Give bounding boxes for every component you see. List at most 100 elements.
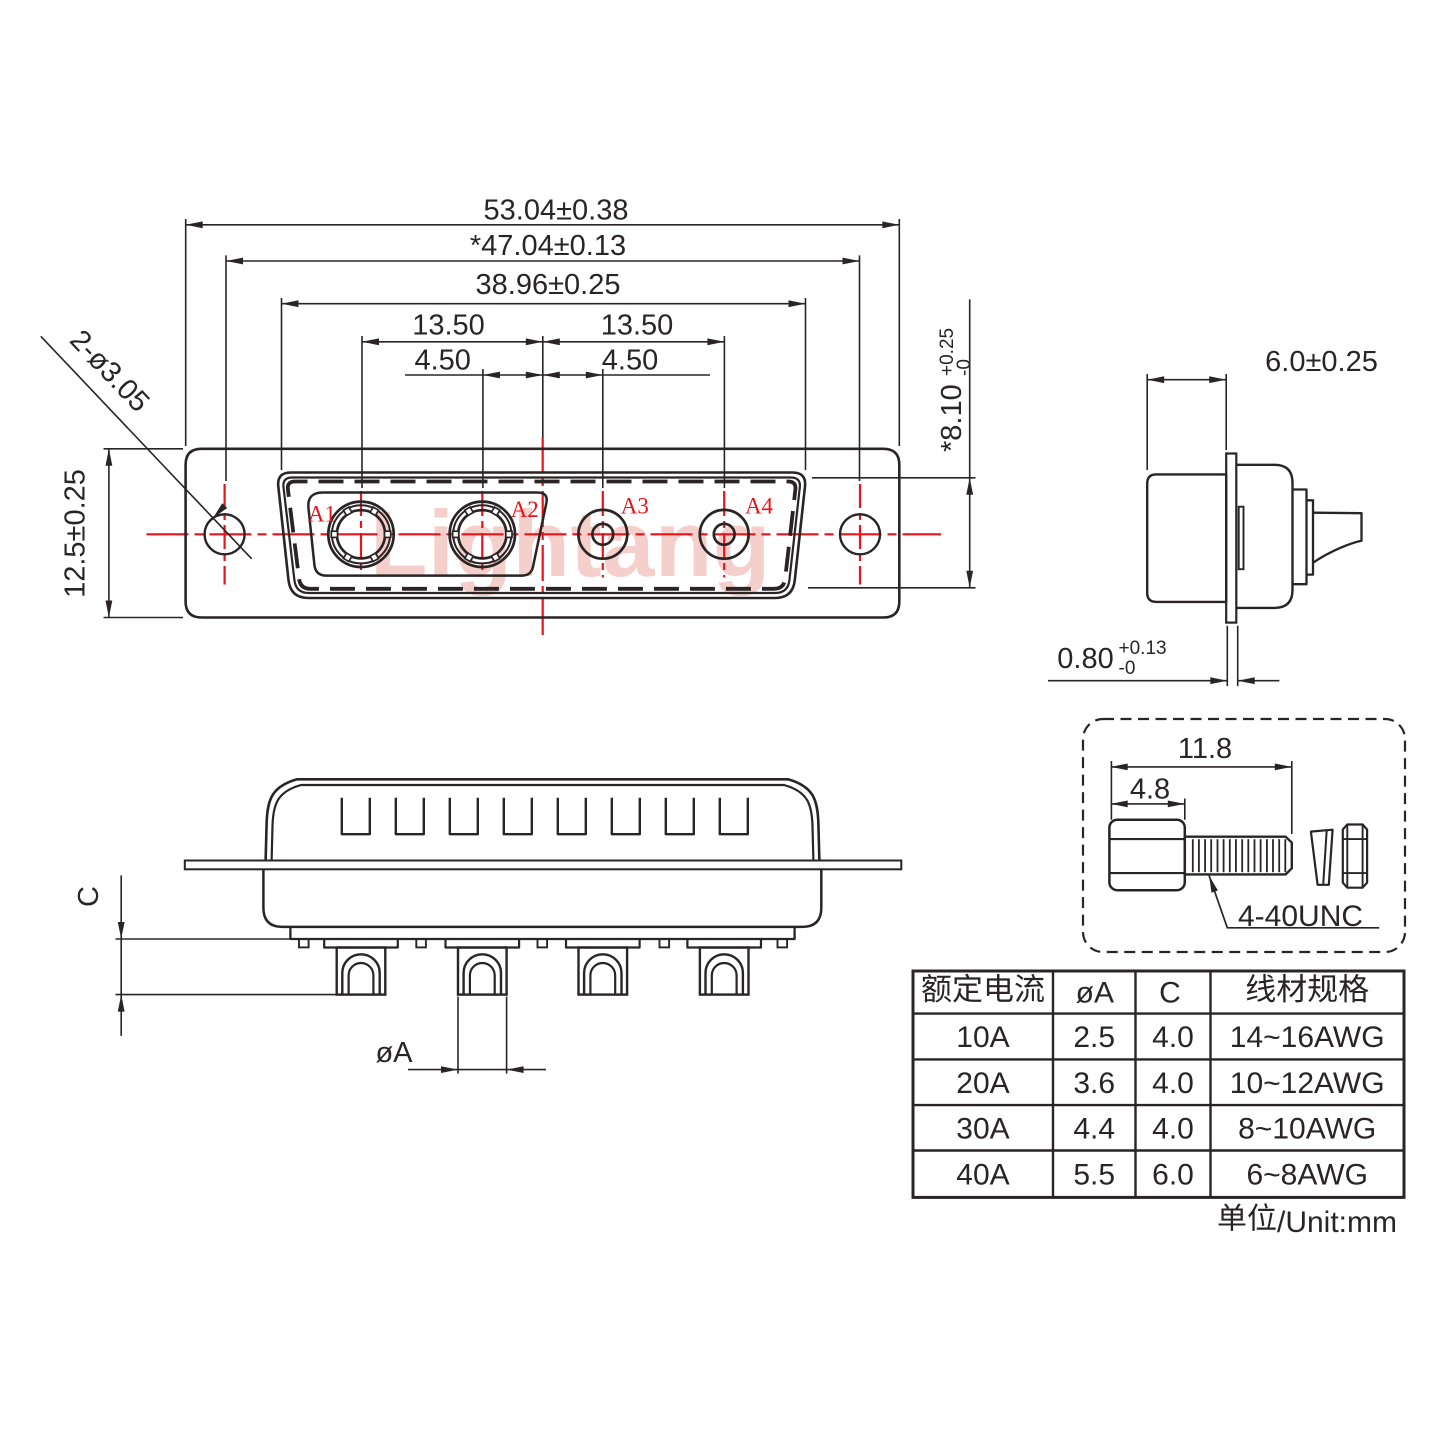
rear-face-nub xyxy=(415,938,427,949)
arrowhead xyxy=(1209,376,1227,384)
table-cell-r2c3: 8~10AWG xyxy=(1238,1112,1376,1145)
cjk-glyph-定 xyxy=(953,973,982,1003)
table-cell-r0c3: 14~16AWG xyxy=(1230,1021,1385,1054)
screw-shank-outline xyxy=(1183,835,1293,876)
arrowhead xyxy=(117,994,125,1012)
rear-face-nub xyxy=(298,938,310,949)
hood-slot xyxy=(664,797,695,836)
contact-a1-notch xyxy=(342,551,354,563)
cjk-glyph-电 xyxy=(986,973,1013,1002)
arrowhead xyxy=(281,300,299,308)
hood-outline-outer xyxy=(264,778,821,862)
rear-insulator-face xyxy=(289,926,796,941)
dim-pitch-left-text: 13.50 xyxy=(412,310,485,342)
side-step2-outline xyxy=(1306,499,1315,576)
table-cell-r3c3: 6~8AWG xyxy=(1246,1159,1367,1192)
table-cell-r2c0: 30A xyxy=(956,1112,1009,1145)
hood-slot xyxy=(556,797,587,836)
table-cell-r3c0: 40A xyxy=(956,1159,1009,1192)
hood-slot xyxy=(502,797,533,836)
dim-pitch-small-left-text: 4.50 xyxy=(414,345,470,377)
contact-a4-label: A4 xyxy=(745,494,774,519)
unit-note: /Unit:mm xyxy=(1218,1203,1397,1239)
contact-a2-notch xyxy=(451,530,460,539)
dim-cup-diameter-label: øA xyxy=(375,1037,413,1069)
table-header-wire-spec xyxy=(1246,973,1369,1003)
contact-a1-notch xyxy=(383,530,392,539)
hood-slot xyxy=(448,797,479,836)
dim-shell-height-text: *8.10 xyxy=(936,384,968,452)
cup-2-body xyxy=(456,946,508,996)
mounting-hole-right xyxy=(838,513,882,556)
arrowhead xyxy=(1237,677,1255,685)
table-border xyxy=(911,969,1406,1199)
contact-a2-ring-outer xyxy=(448,500,517,569)
screw-detail: 11.8 4.8 4-40UNC xyxy=(1081,717,1407,954)
cjk-glyph-位 xyxy=(1248,1203,1276,1231)
table-cell-r2c2: 4.0 xyxy=(1152,1112,1194,1145)
rear-body-outline xyxy=(262,869,823,929)
contact-a4-ring-inner xyxy=(712,522,736,547)
arrowhead xyxy=(1167,800,1185,808)
arrowhead xyxy=(105,448,113,466)
cup-4-body xyxy=(698,946,750,996)
hood-slot xyxy=(610,797,641,836)
contact-a1-notch xyxy=(368,505,380,517)
cjk-glyph-单 xyxy=(1218,1203,1246,1231)
contact-a2-notch xyxy=(463,551,475,563)
cjk-glyph-线 xyxy=(1246,973,1276,1003)
arrowhead xyxy=(707,338,725,346)
cup-1-arch-outer xyxy=(341,953,381,995)
hole-note-leader xyxy=(40,335,253,560)
dim-cup-depth-label: C xyxy=(73,886,105,907)
flange-outline xyxy=(184,447,901,619)
rear-face-nub xyxy=(658,938,671,949)
hole-note-text: 2-ø3.05 xyxy=(63,324,155,419)
arrowhead xyxy=(585,371,603,379)
arrowhead xyxy=(362,338,379,346)
side-boot-outline xyxy=(1236,463,1294,610)
arrowhead xyxy=(213,503,228,518)
rear-flange-bar xyxy=(183,859,903,871)
contact-a1-notch xyxy=(342,505,354,517)
arrowhead xyxy=(482,371,500,379)
arrowhead xyxy=(842,257,860,265)
cup-4-arch-inner xyxy=(710,961,738,995)
hood-slot xyxy=(718,797,749,836)
solder-cup-3 xyxy=(564,939,641,996)
shell-outline-inner xyxy=(282,476,802,595)
side-body-outline xyxy=(1146,473,1228,604)
mounting-hole-left xyxy=(203,513,246,556)
cup-4-collar xyxy=(686,939,763,949)
cup-2-collar xyxy=(444,939,521,949)
contact-a2-notch xyxy=(490,505,501,517)
cjk-glyph-材 xyxy=(1277,973,1306,1003)
contact-a2 xyxy=(448,500,517,569)
cjk-glyph-额 xyxy=(922,973,952,1003)
arrowhead xyxy=(1209,875,1218,893)
arrowhead xyxy=(441,1066,458,1073)
table-cell-r1c3: 10~12AWG xyxy=(1230,1067,1385,1100)
dim-pitch-right-text: 13.50 xyxy=(601,310,674,342)
unit-note-latin: /Unit:mm xyxy=(1277,1206,1397,1239)
detail-box xyxy=(1081,717,1407,954)
wedge-outline xyxy=(1309,828,1334,886)
contact-a4 xyxy=(698,508,750,561)
watermark: Lightang xyxy=(370,491,771,596)
table-cell-r0c1: 2.5 xyxy=(1073,1021,1115,1054)
front-view: Lightang A1 A2 A3 A4 53.04±0.38 *47.04±0… xyxy=(40,195,976,639)
shell-mating-face-dashed xyxy=(285,479,798,591)
arrowhead xyxy=(966,477,974,495)
arrowhead xyxy=(788,300,806,308)
hood-slot xyxy=(394,797,425,836)
contact-a1-ring-outer xyxy=(326,500,396,569)
arrowhead xyxy=(506,1066,524,1073)
arrowhead xyxy=(1274,763,1292,771)
side-spout-outline xyxy=(1312,511,1363,564)
arrowhead xyxy=(226,257,243,265)
hood-slot xyxy=(340,797,371,836)
dim-flange-height-text: 12.5±0.25 xyxy=(60,469,92,598)
cjk-glyph-格 xyxy=(1339,973,1369,1003)
cup-3-collar xyxy=(564,939,641,949)
